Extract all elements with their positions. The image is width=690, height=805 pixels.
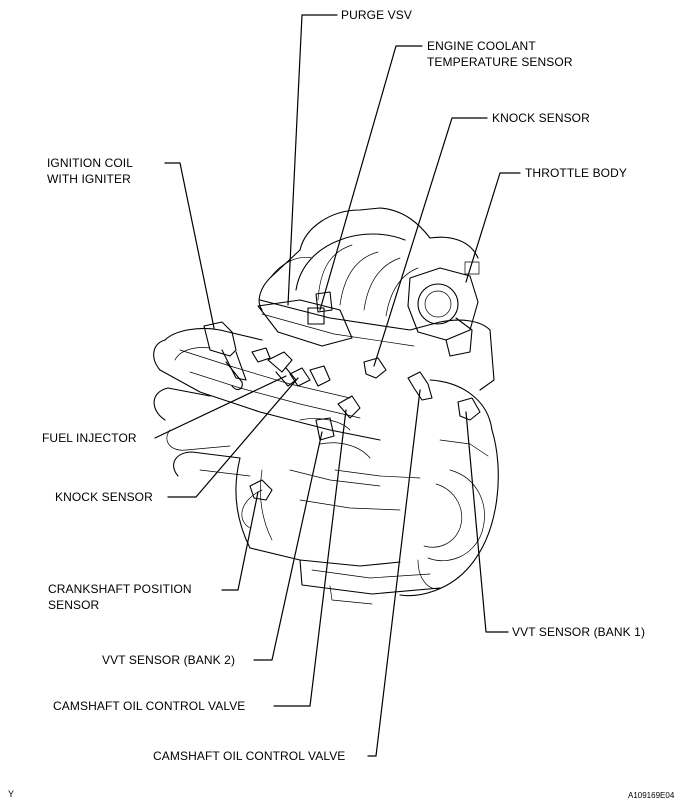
label-ect-line1: ENGINE COOLANT [427, 39, 536, 53]
label-crankshaft-line2: SENSOR [48, 598, 100, 612]
crankshaft-sensor-part [249, 479, 273, 501]
engine-outline [153, 207, 499, 605]
label-knock-sensor-top: KNOCK SENSOR [492, 111, 590, 125]
label-ignition-coil-line2: WITH IGNITER [47, 172, 131, 186]
label-knock-sensor-left: KNOCK SENSOR [55, 490, 153, 504]
camshaft-ocv-right-part [407, 371, 433, 401]
leader-ocv-2 [367, 389, 421, 757]
leader-vvt-bank1 [465, 411, 509, 633]
vvt-bank2-part [315, 417, 335, 441]
leader-vvt-bank2 [253, 431, 323, 661]
camshaft-ocv-left-part [337, 395, 361, 419]
label-camshaft-ocv-1: CAMSHAFT OIL CONTROL VALVE [53, 699, 246, 713]
leader-ignition [164, 162, 215, 329]
ect-sensor-part [309, 365, 331, 387]
label-purge-vsv: PURGE VSV [341, 8, 412, 22]
label-ignition-coil-line1: IGNITION COIL [47, 156, 133, 170]
leader-knock-left [167, 377, 299, 498]
figure-code: A109169E04 [628, 791, 675, 800]
label-crankshaft-line1: CRANKSHAFT POSITION [48, 582, 192, 596]
label-throttle-body: THROTTLE BODY [525, 166, 627, 180]
label-fuel-injector: FUEL INJECTOR [42, 431, 137, 445]
ignition-coil-part [203, 321, 247, 391]
leader-ocv-1 [273, 409, 347, 707]
leader-ect [319, 45, 423, 311]
fuel-injector-part [251, 347, 297, 387]
leader-lines [154, 14, 521, 757]
corner-mark: Y [8, 789, 15, 799]
leader-throttle [465, 172, 521, 283]
leader-fuel-injector [154, 375, 287, 439]
label-vvt-bank1: VVT SENSOR (BANK 1) [512, 625, 646, 639]
leader-crankshaft [221, 491, 259, 591]
label-camshaft-ocv-2: CAMSHAFT OIL CONTROL VALVE [153, 749, 346, 763]
knock-sensor-top-part [363, 357, 387, 379]
leader-purge-vsv [287, 14, 338, 306]
leader-knock-top [373, 117, 488, 367]
label-ect-line2: TEMPERATURE SENSOR [427, 55, 573, 69]
label-vvt-bank2: VVT SENSOR (BANK 2) [102, 653, 236, 667]
throttle-body-part [407, 261, 480, 357]
vvt-bank1-part [457, 397, 481, 421]
